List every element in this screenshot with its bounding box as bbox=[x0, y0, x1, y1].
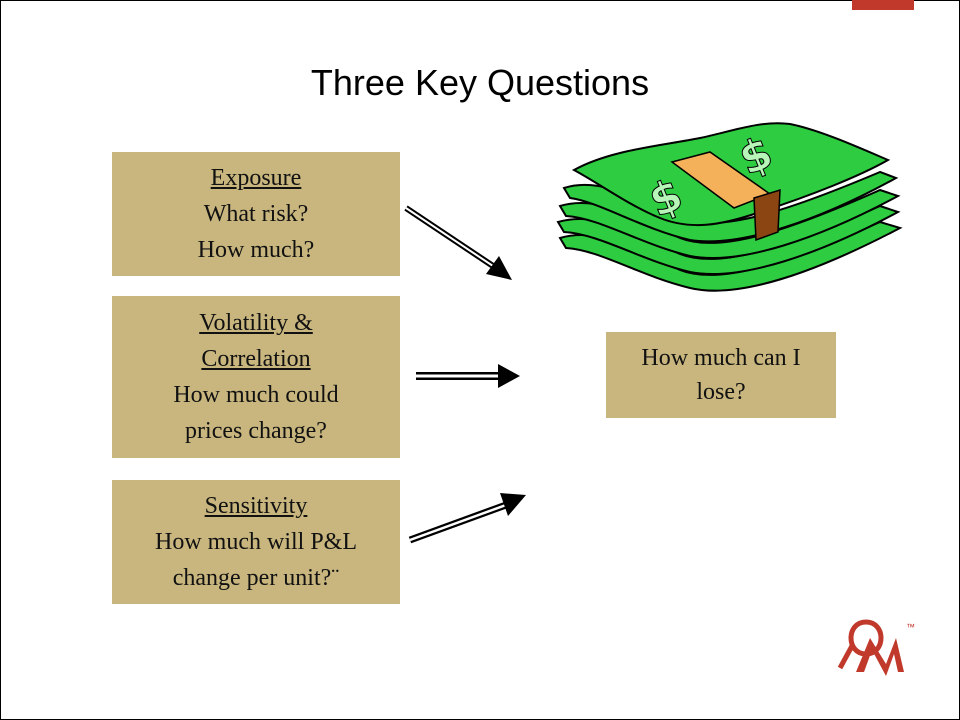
om-logo: ™ bbox=[837, 619, 915, 676]
exposure-line: How much? bbox=[197, 237, 315, 263]
volatility-line: prices change? bbox=[185, 418, 327, 444]
exposure-box: Exposure What risk? How much? bbox=[112, 152, 400, 276]
sensitivity-line: change per unit?¨ bbox=[172, 565, 340, 591]
exposure-line: What risk? bbox=[203, 201, 309, 227]
volatility-line: How much could bbox=[173, 382, 339, 408]
sensitivity-line: How much will P&L bbox=[155, 529, 357, 555]
slide-title: Three Key Questions bbox=[310, 62, 650, 103]
sensitivity-heading: Sensitivity bbox=[204, 493, 308, 519]
question-box: How much can I lose? bbox=[606, 332, 836, 418]
sensitivity-box: Sensitivity How much will P&L change per… bbox=[112, 480, 400, 604]
corner-accent-bar bbox=[852, 0, 914, 10]
arrow-exposure-to-money bbox=[404, 205, 512, 280]
arrow-volatility-to-question bbox=[416, 364, 520, 388]
question-line: lose? bbox=[696, 379, 746, 405]
volatility-heading: Volatility & bbox=[199, 310, 313, 336]
volatility-box: Volatility & Correlation How much could … bbox=[112, 296, 400, 458]
volatility-heading: Correlation bbox=[201, 346, 311, 372]
arrow-sensitivity-to-question bbox=[408, 493, 526, 544]
question-line: How much can I bbox=[641, 345, 801, 371]
money-stack-icon: $ $ bbox=[556, 122, 903, 292]
logo-trademark: ™ bbox=[906, 622, 915, 632]
exposure-heading: Exposure bbox=[210, 165, 302, 191]
